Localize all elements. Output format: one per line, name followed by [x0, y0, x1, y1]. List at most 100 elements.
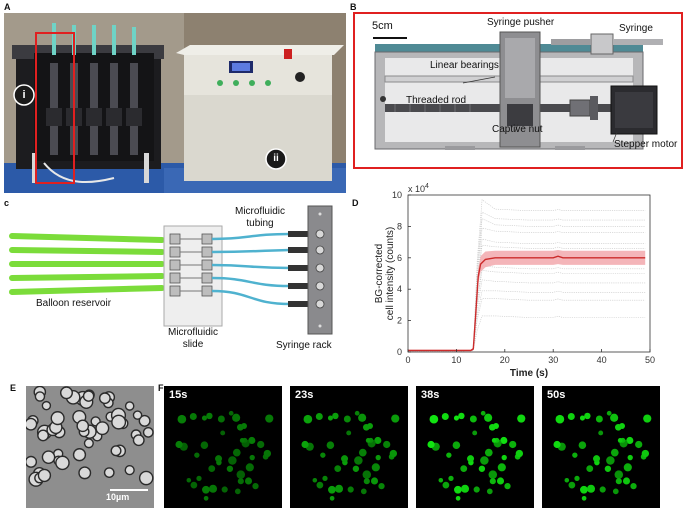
fluorescent-cell — [473, 486, 480, 493]
fluorescent-cell — [484, 413, 493, 422]
fluorescent-cell — [378, 483, 385, 490]
fluorescence-frame — [290, 386, 408, 508]
fluorescent-cell — [217, 415, 225, 423]
cell — [78, 466, 92, 480]
fluorescent-cell — [370, 477, 379, 485]
fluorescent-cell — [472, 430, 478, 436]
fluorescent-cell — [236, 423, 244, 431]
fluorescent-cell — [239, 438, 245, 443]
fluorescent-cell — [221, 486, 228, 493]
cell — [98, 392, 111, 405]
fluorescent-cell — [630, 483, 637, 490]
fluorescent-cell — [617, 438, 623, 443]
chart-x-tick-label: 20 — [500, 355, 510, 365]
fluorescent-cell — [228, 410, 234, 416]
fluorescent-cell — [315, 412, 323, 420]
fluorescent-cell — [362, 423, 370, 431]
fluorescent-cell — [460, 465, 468, 473]
chart-x-tick-label: 40 — [597, 355, 607, 365]
cell — [83, 438, 94, 449]
fluorescent-cell — [441, 412, 449, 420]
fluorescent-cell — [374, 436, 382, 445]
cell — [124, 401, 135, 411]
fluorescent-cell — [389, 449, 398, 458]
fluorescence-frame — [416, 386, 534, 508]
fluorescent-cell — [500, 436, 508, 445]
fluorescent-cell — [341, 455, 349, 463]
panel-c-diagram — [9, 205, 333, 335]
fluorescent-cell — [334, 465, 342, 473]
fluorescent-cell — [203, 495, 209, 501]
chart-x-axis-label: Time (s) — [510, 368, 548, 379]
fluorescent-cell — [177, 414, 187, 424]
fluorescent-cell — [442, 481, 450, 489]
cell — [26, 455, 38, 468]
fluorescent-cell — [606, 410, 612, 416]
fluorescent-cell — [580, 485, 588, 494]
fluorescent-cell — [453, 415, 459, 421]
fluorescent-cell — [614, 470, 624, 479]
c-label-slide-line1: Microfluidic — [167, 327, 218, 338]
fluorescent-cell — [249, 454, 255, 461]
b-label-threaded-rod: Threaded rod — [406, 95, 467, 106]
fluorescent-cell — [586, 465, 594, 473]
cell — [138, 470, 154, 486]
fluorescent-cell — [186, 477, 192, 483]
fluorescent-cell — [334, 484, 344, 493]
cell — [95, 421, 110, 436]
cell — [103, 467, 115, 479]
chart-y-tick-label: 4 — [397, 284, 402, 294]
fluorescent-cell — [606, 456, 615, 465]
chart-y-tick-label: 6 — [397, 253, 402, 263]
fluorescent-cell — [265, 414, 274, 423]
b-scale-bar-label: 5cm — [372, 20, 393, 32]
label-i: i — [22, 89, 26, 101]
fluorescent-cell — [301, 440, 309, 449]
chart-trace — [407, 199, 646, 352]
chart-traces-group — [407, 199, 646, 352]
fluorescent-cell — [515, 449, 524, 458]
fluorescent-cell — [312, 477, 318, 483]
fluorescent-cell — [244, 477, 253, 485]
b-label-captive-nut: Captive nut — [492, 124, 543, 135]
panel-letter-c: c — [4, 198, 10, 208]
fluorescent-cell — [615, 478, 622, 485]
fluorescent-cell — [622, 477, 631, 485]
cell — [124, 464, 135, 476]
fluorescent-cell — [352, 465, 360, 472]
cell — [41, 450, 56, 464]
fluorescent-cell — [257, 440, 265, 449]
chart-x-tick-label: 10 — [451, 355, 461, 365]
fluorescent-cell — [501, 454, 507, 461]
fluorescent-cell — [360, 488, 367, 495]
fluorescent-cell — [232, 448, 241, 457]
fluorescent-cell — [375, 454, 381, 461]
fluorescent-cell — [448, 475, 454, 481]
fluorescent-cell — [614, 423, 622, 431]
fluorescent-cell — [626, 436, 634, 445]
cell — [50, 411, 65, 426]
fluorescent-cell — [358, 413, 367, 422]
chart-trace — [407, 238, 646, 352]
fluorescent-cell — [604, 465, 612, 472]
chart-trace — [407, 265, 646, 352]
fluorescent-cell — [201, 415, 207, 421]
fluorescent-cell — [509, 440, 517, 449]
fluorescent-cell — [599, 486, 606, 493]
fluorescent-cell — [586, 484, 596, 493]
fluorescent-cell — [326, 441, 335, 449]
fluorescent-cell — [438, 477, 444, 483]
e-scale-bar-label: 10µm — [106, 492, 130, 502]
fluorescent-cell — [504, 483, 511, 490]
fluorescent-cell — [480, 456, 489, 465]
fluorescent-cell — [226, 465, 234, 472]
c-label-tubing-line1: Microfluidic — [234, 206, 285, 217]
chart-x-tick-label: 0 — [405, 355, 410, 365]
cell — [110, 445, 122, 457]
b-label-syringe: Syringe — [619, 23, 653, 34]
b-label-syringe-pusher: Syringe pusher — [487, 17, 555, 28]
fluorescent-cell — [196, 475, 202, 481]
b-label-stepper-motor: Stepper motor — [614, 139, 678, 150]
cell — [142, 426, 154, 438]
brightfield-image — [26, 386, 154, 508]
